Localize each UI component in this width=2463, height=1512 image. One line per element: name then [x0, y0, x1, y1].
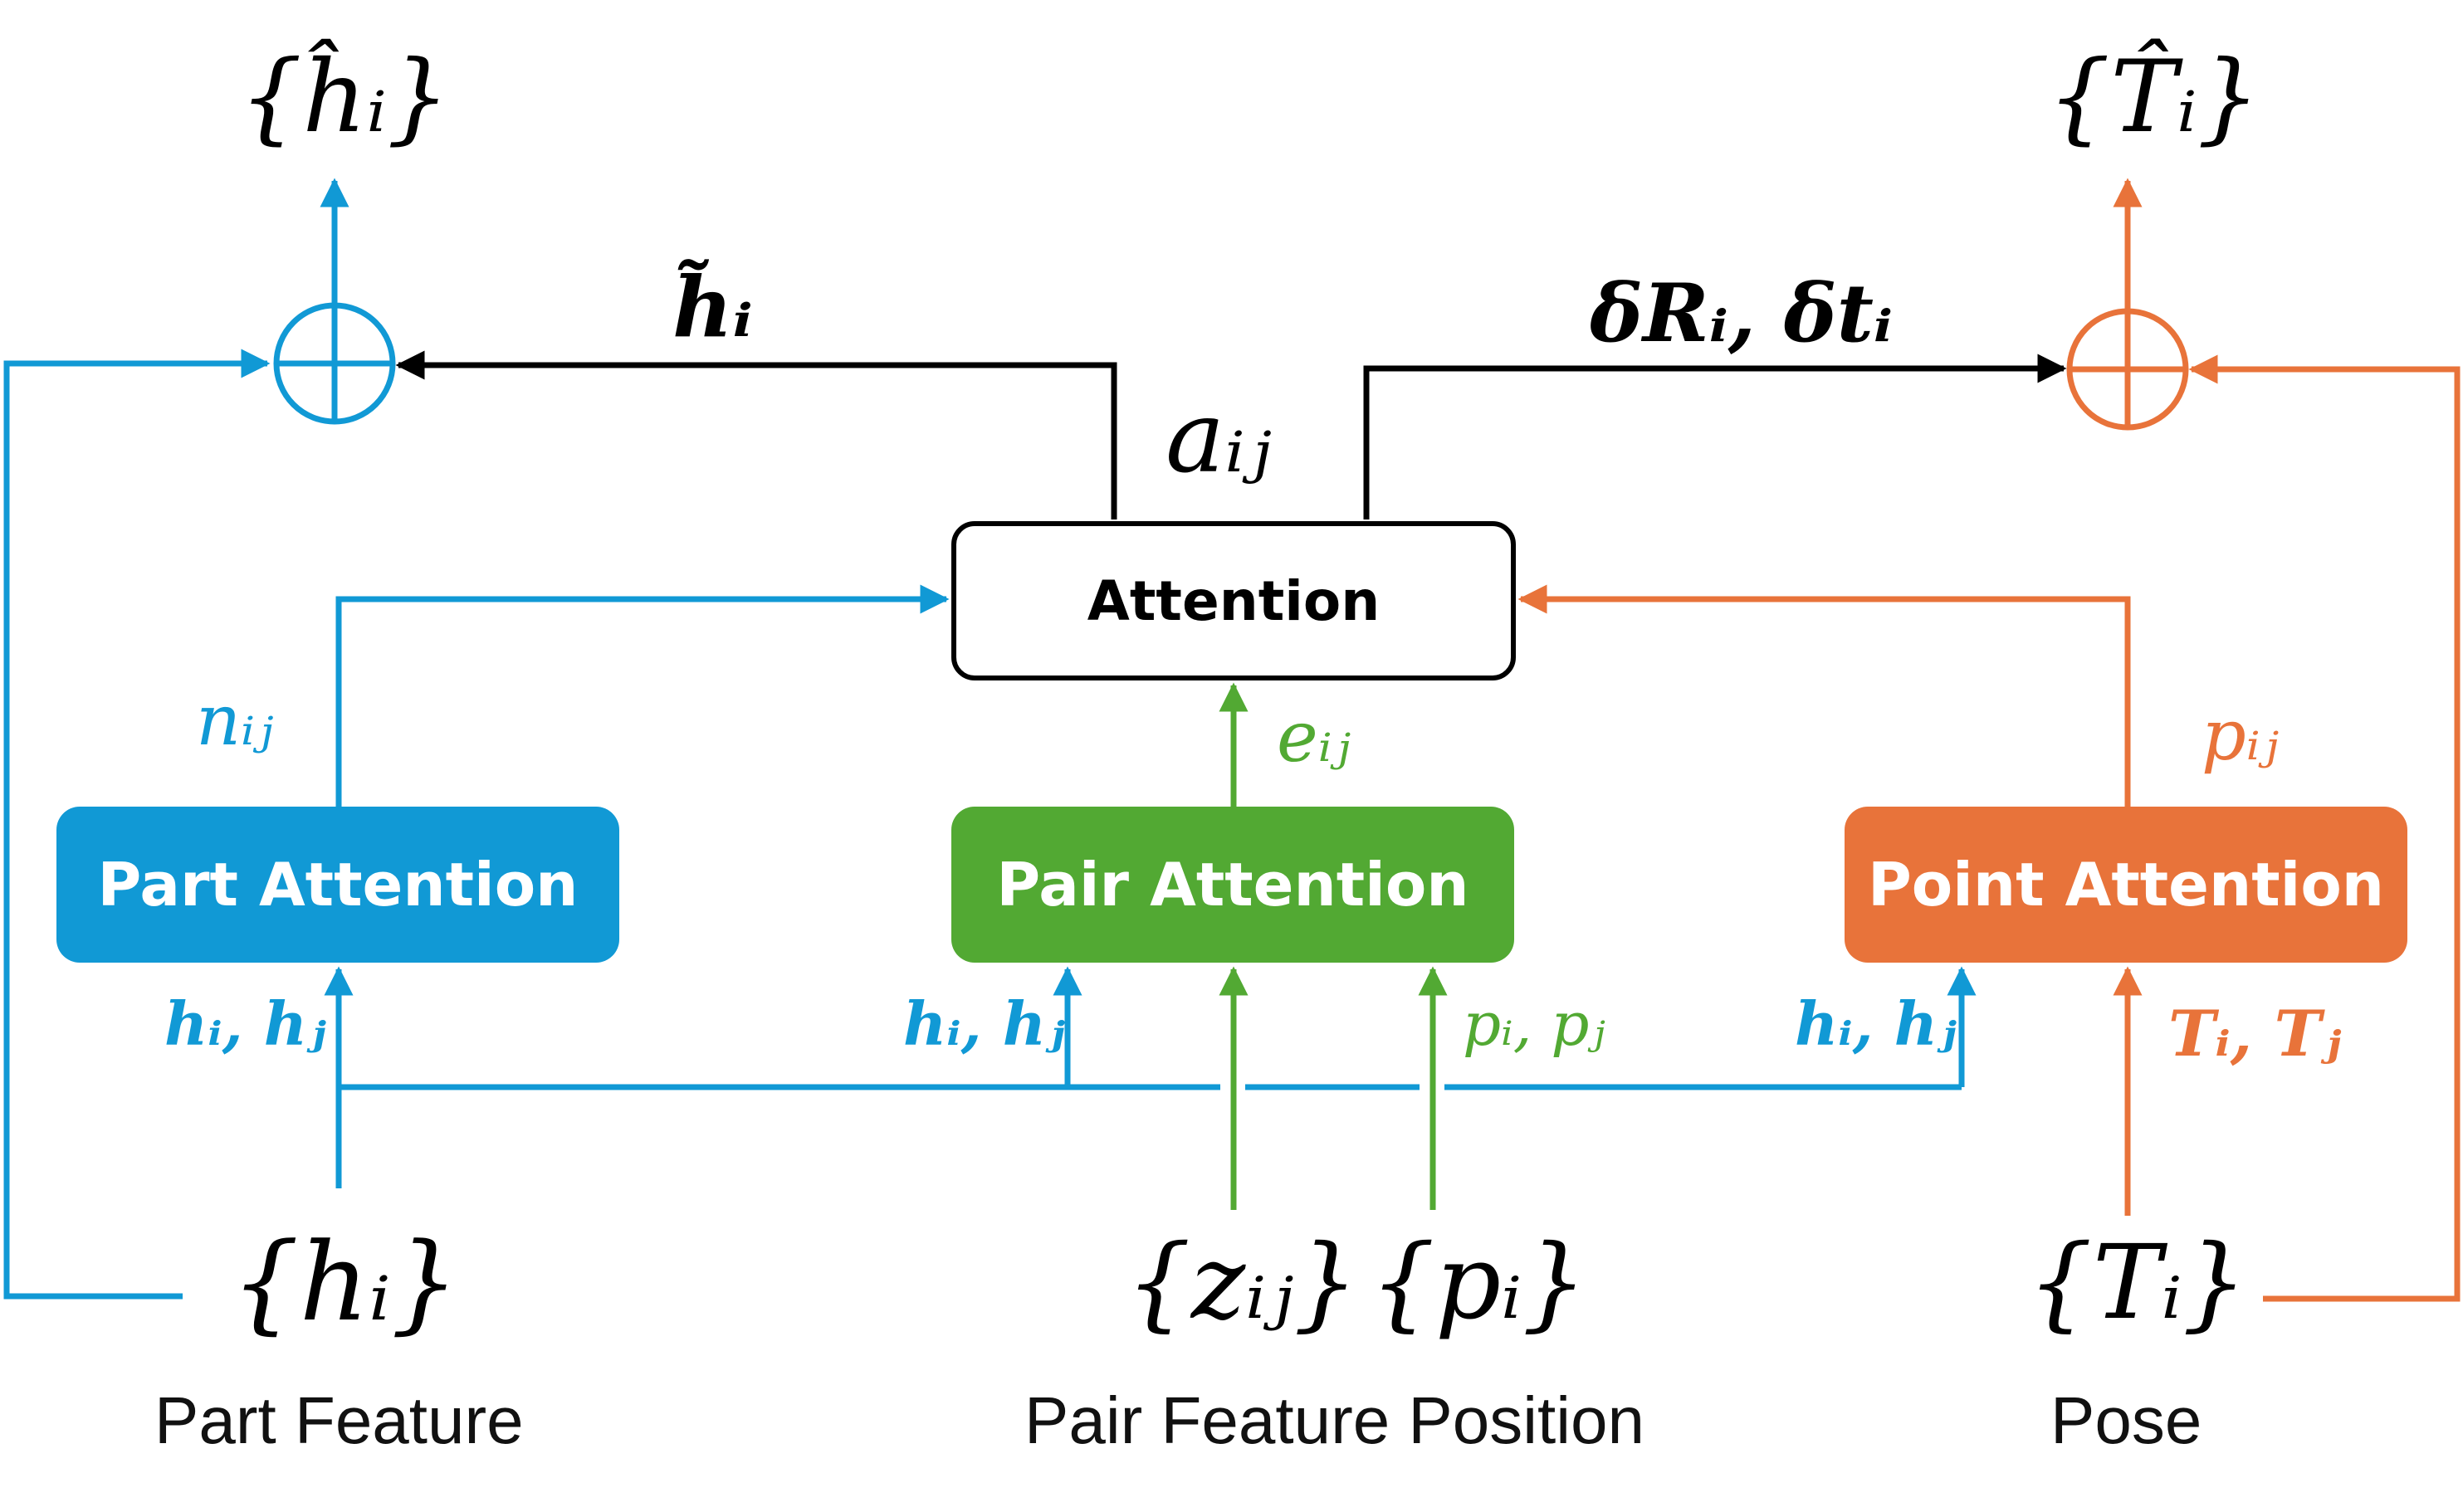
p-ij-label: pᵢⱼ: [2202, 695, 2279, 776]
part-attention-label: Part Attention: [97, 850, 579, 919]
point-attention-box: Point Attention: [1845, 807, 2407, 963]
pair-attention-label: Pair Attention: [996, 850, 1469, 919]
p-set-label: {pᵢ}: [1370, 1223, 1588, 1343]
pair-feature-position-caption: Pair Feature Position: [1024, 1383, 1645, 1457]
pair-attention-box: Pair Attention: [951, 807, 1514, 963]
delta-rt-line: [1363, 354, 2067, 519]
part-attention-box: Part Attention: [56, 807, 619, 963]
p-ij-line: [1517, 584, 2131, 807]
pose-residual-line: [2188, 354, 2461, 1302]
t-hat-set-label: {T̂ᵢ}: [2047, 40, 2260, 155]
h-set-label: {hᵢ}: [231, 1219, 460, 1345]
t-set-label: {Tᵢ}: [2027, 1223, 2248, 1343]
t-i-t-j-label: Tᵢ, Tⱼ: [2168, 997, 2342, 1071]
delta-rt-label: δRᵢ, δtᵢ: [1590, 266, 1893, 360]
point-attention-label: Point Attention: [1867, 850, 2385, 919]
pair-hidden-input-label: hᵢ, hⱼ: [903, 988, 1065, 1059]
attention-label: Attention: [1087, 568, 1381, 633]
e-ij-label: eᵢⱼ: [1277, 696, 1351, 778]
p-i-p-j-label: pᵢ, pⱼ: [1463, 989, 1605, 1059]
h-tilde-line: [395, 350, 1117, 519]
pose-caption: Pose: [2050, 1383, 2202, 1457]
point-hidden-input-label: hᵢ, hⱼ: [1795, 988, 1957, 1059]
part-residual-line: [3, 349, 271, 1300]
z-set-label: {zᵢⱼ}: [1126, 1223, 1359, 1343]
h-hat-set-label: {ĥᵢ}: [239, 40, 451, 155]
part-feature-caption: Part Feature: [154, 1383, 524, 1457]
a-ij-label: aᵢⱼ: [1166, 380, 1272, 495]
n-ij-label: nᵢⱼ: [196, 680, 274, 761]
h-tilde-label: h̃ᵢ: [672, 258, 753, 356]
n-ij-line: [335, 584, 950, 807]
part-hidden-input-label: hᵢ, hⱼ: [164, 988, 326, 1059]
attention-box: Attention: [951, 521, 1516, 680]
